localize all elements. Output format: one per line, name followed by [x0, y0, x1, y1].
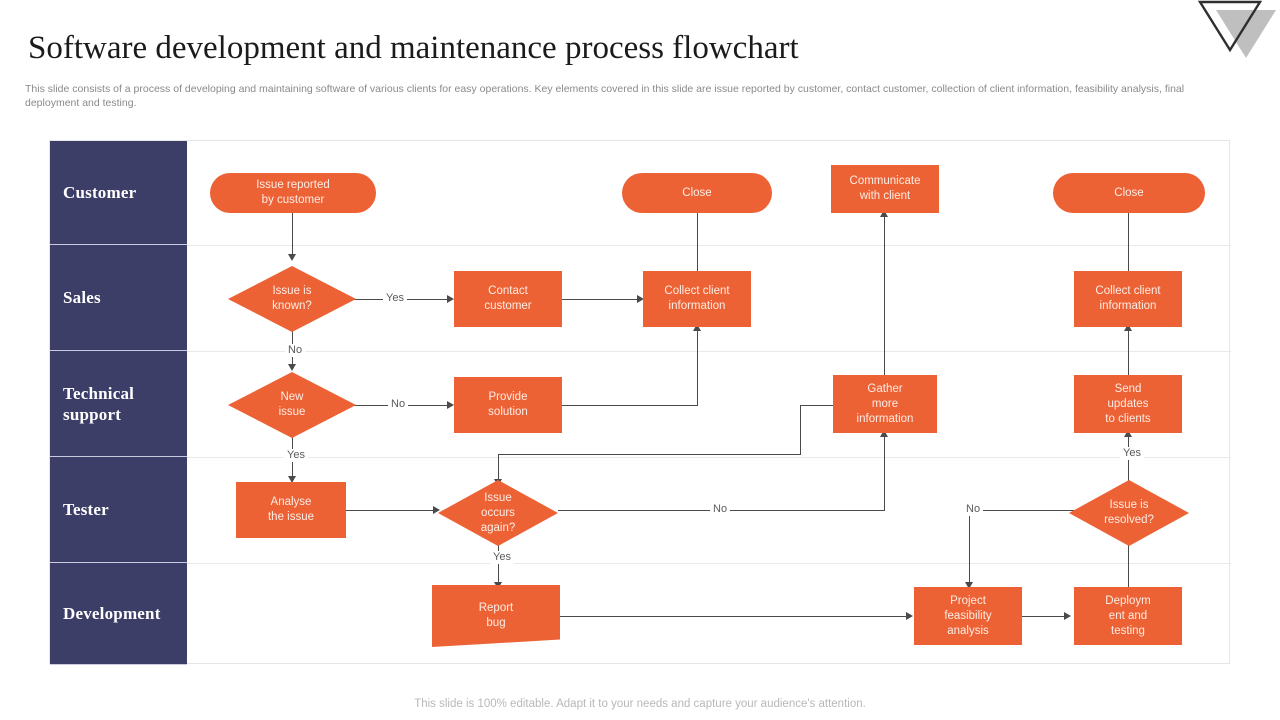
lane-label-technical-support: Technical support [50, 351, 187, 457]
node-gather-more-information[interactable]: Gather more information [833, 375, 937, 433]
node-send-updates-to-clients[interactable]: Send updates to clients [1074, 375, 1182, 433]
arrow-head-icon [1064, 612, 1071, 620]
connector-line [1020, 616, 1068, 617]
connector-line [697, 187, 698, 275]
arrow-head-icon [288, 476, 296, 483]
connector-line [884, 213, 885, 375]
node-label: New issue [278, 391, 306, 418]
node-provide-solution[interactable]: Provide solution [454, 377, 562, 433]
connector-line [558, 616, 910, 617]
lane-separator [50, 457, 1231, 458]
node-deployment-and-testing[interactable]: Deploym ent and testing [1074, 587, 1182, 645]
lane-label-tester: Tester [50, 457, 187, 563]
arrow-head-icon [447, 401, 454, 409]
node-contact-customer[interactable]: Contact customer [454, 271, 562, 327]
lane-label-text: Customer [63, 183, 137, 202]
connector-line [562, 405, 698, 406]
lane-label-text: Development [63, 604, 161, 623]
node-analyse-the-issue[interactable]: Analyse the issue [236, 482, 346, 538]
connector-line [498, 454, 499, 482]
lane-separator [50, 351, 1231, 352]
connector-line [498, 454, 801, 455]
connector-line [292, 209, 293, 257]
connector-line [1128, 327, 1129, 375]
edge-label-no: No [388, 398, 409, 411]
edge-label-yes: Yes [1120, 447, 1144, 460]
brand-logo-icon [1188, 0, 1280, 62]
node-report-bug[interactable]: Report bug [432, 585, 560, 647]
node-issue-is-resolved[interactable]: Issue is resolved? [1069, 480, 1189, 546]
connector-line [969, 510, 970, 585]
lane-separator [50, 563, 1231, 564]
arrow-head-icon [693, 324, 701, 331]
node-label: Issue is resolved? [1104, 499, 1154, 526]
arrow-head-icon [1124, 430, 1132, 437]
node-collect-client-information-right[interactable]: Collect client information [1074, 271, 1182, 327]
swimlane-diagram: Customer Sales Technical support Tester … [49, 140, 1231, 665]
arrow-head-icon [880, 210, 888, 217]
slide-footer-note: This slide is 100% editable. Adapt it to… [414, 698, 866, 710]
node-close-right[interactable]: Close [1053, 173, 1205, 213]
edge-label-yes: Yes [284, 449, 308, 462]
edge-label-yes: Yes [490, 551, 514, 564]
lane-label-sales: Sales [50, 245, 187, 351]
slide-subtitle: This slide consists of a process of deve… [25, 83, 1185, 109]
connector-line [800, 405, 801, 455]
node-collect-client-information-middle[interactable]: Collect client information [643, 271, 751, 327]
lane-label-customer: Customer [50, 141, 187, 245]
arrow-head-icon [447, 295, 454, 303]
edge-label-yes: Yes [383, 292, 407, 305]
node-issue-occurs-again[interactable]: Issue occurs again? [438, 480, 558, 546]
connector-line [800, 405, 834, 406]
arrow-head-icon [637, 295, 644, 303]
lane-separator [50, 245, 1231, 246]
node-issue-reported-by-customer[interactable]: Issue reported by customer [210, 173, 376, 213]
node-project-feasibility-analysis[interactable]: Project feasibility analysis [914, 587, 1022, 645]
connector-line [884, 433, 885, 511]
node-label: Issue occurs again? [480, 491, 516, 534]
node-label: Issue is known? [272, 285, 312, 312]
page-title: Software development and maintenance pro… [28, 30, 799, 66]
edge-label-no: No [285, 344, 306, 357]
arrow-head-icon [288, 364, 296, 371]
lane-label-text: Technical support [63, 383, 135, 424]
arrow-head-icon [880, 430, 888, 437]
edge-label-no: No [963, 503, 984, 516]
connector-line [562, 299, 642, 300]
arrow-head-icon [1124, 324, 1132, 331]
lane-label-text: Sales [63, 288, 101, 307]
connector-line [969, 510, 1121, 511]
node-issue-is-known[interactable]: Issue is known? [228, 266, 356, 332]
connector-line [344, 510, 438, 511]
arrow-head-icon [433, 506, 440, 514]
lane-label-text: Tester [63, 500, 109, 519]
arrow-head-icon [965, 582, 973, 589]
arrow-head-icon [906, 612, 913, 620]
connector-line [1128, 187, 1129, 275]
node-communicate-with-client[interactable]: Communicate with client [831, 165, 939, 213]
connector-line [697, 327, 698, 406]
connector-line [1128, 535, 1129, 587]
arrow-head-icon [288, 254, 296, 261]
node-new-issue[interactable]: New issue [228, 372, 356, 438]
lane-label-development: Development [50, 563, 187, 665]
edge-label-no: No [710, 503, 731, 516]
node-close-middle[interactable]: Close [622, 173, 772, 213]
